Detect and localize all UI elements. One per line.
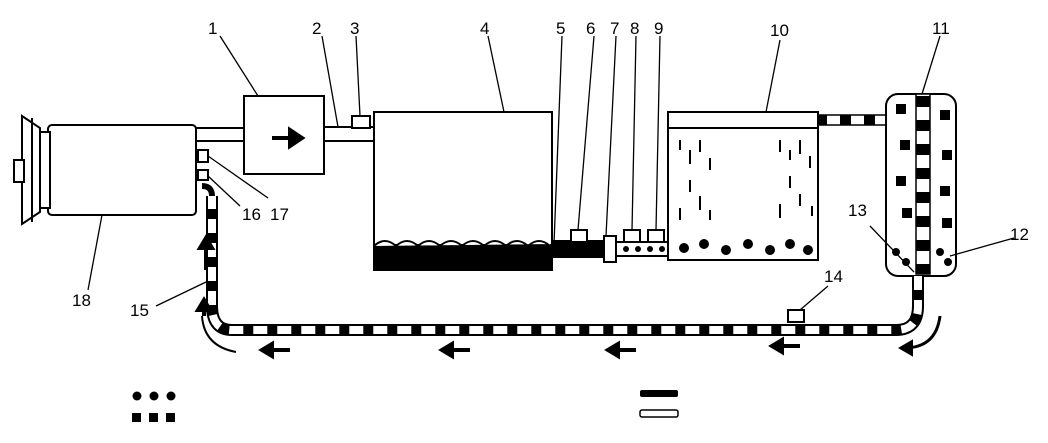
- tank-4: [373, 111, 553, 271]
- callout-12: 12: [1010, 225, 1029, 244]
- callout-5: 5: [556, 19, 565, 38]
- sensor-17: [197, 149, 209, 163]
- callout-labels: 1 2 3 4 5 6 7 8 9 10 11 12 13 14 15 16 1…: [72, 19, 1029, 320]
- engine-cylinder: [13, 114, 197, 226]
- solid-bar-symbol: [640, 390, 678, 397]
- sensor-3: [351, 115, 371, 129]
- squares-symbol: [132, 413, 175, 422]
- callout-10: 10: [770, 21, 789, 40]
- callout-2: 2: [312, 19, 321, 38]
- sensor-14: [787, 309, 805, 323]
- callout-15: 15: [130, 301, 149, 320]
- callout-16: 16: [242, 205, 261, 224]
- sensor-8: [623, 229, 641, 243]
- leader-lines: [87, 35, 1015, 311]
- sensor-6: [570, 229, 588, 243]
- filter-10: [667, 111, 819, 261]
- callout-7: 7: [610, 19, 619, 38]
- dots-symbol: [132, 391, 176, 401]
- pipe-engine-to-unit-1: [195, 127, 245, 142]
- callout-11: 11: [932, 19, 950, 38]
- sensor-9: [647, 229, 665, 243]
- pipe-2: [323, 126, 375, 142]
- callout-1: 1: [208, 19, 217, 38]
- callout-9: 9: [654, 19, 663, 38]
- callout-3: 3: [350, 19, 359, 38]
- callout-18: 18: [72, 291, 91, 310]
- callout-4: 4: [480, 19, 489, 38]
- callout-17: 17: [270, 205, 289, 224]
- callout-13: 13: [848, 201, 867, 220]
- separator-11: [885, 93, 957, 277]
- callout-6: 6: [586, 19, 595, 38]
- sensor-16: [197, 169, 209, 181]
- flow-arrows: [194, 234, 942, 360]
- return-loop-pipe: [201, 183, 924, 336]
- hollow-bar-symbol: [639, 409, 679, 418]
- callout-8: 8: [630, 19, 639, 38]
- legend: [132, 390, 679, 422]
- callout-14: 14: [824, 267, 843, 286]
- unit-1-box: [243, 95, 325, 175]
